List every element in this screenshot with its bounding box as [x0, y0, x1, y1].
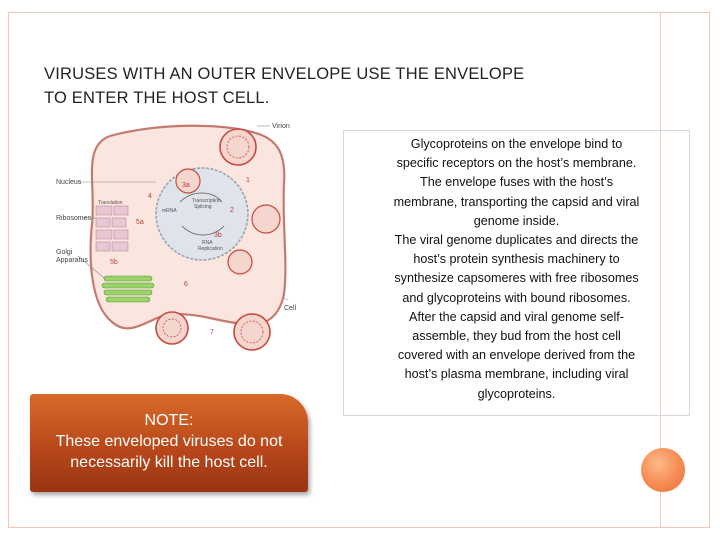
nucleus [155, 167, 249, 261]
explanation-line: The envelope fuses with the host’s [420, 175, 613, 190]
explanation-line: membrane, transporting the capsid and vi… [393, 194, 640, 209]
step-3a: 3a [182, 182, 190, 189]
label-golgi-line1: Golgi [56, 249, 73, 256]
explanation-line: glycoproteins. [477, 386, 556, 401]
explanation-line: covered with an envelope derived from th… [397, 348, 636, 363]
label-ribosomes: Ribosomes [56, 215, 92, 222]
note-line-3: necessarily kill the host cell. [70, 454, 268, 471]
label-mrna: mRNA [162, 208, 177, 214]
slide-side-line [660, 13, 661, 527]
explanation-line: After the capsid and viral genome self- [409, 309, 624, 324]
golgi-apparatus [101, 275, 155, 303]
explanation-line: genome inside. [473, 213, 560, 228]
label-golgi-line2: Apparatus [56, 257, 88, 264]
step-1: 1 [246, 177, 250, 184]
explanation-line: assemble, they bud from the host cell [412, 329, 621, 344]
note-line-2: These enveloped viruses do not [55, 433, 283, 450]
label-transcription: Transcription [192, 198, 221, 204]
label-rna: RNA [202, 240, 213, 246]
decorative-orange-circle [641, 448, 685, 492]
virion-budding [155, 311, 189, 345]
virus-replication-diagram: Virion Nucleus Ribosomes Golgi Apparatus… [56, 123, 297, 351]
step-5b: 5b [110, 259, 118, 266]
step-5a: 5a [136, 219, 144, 226]
explanation-line: synthesize capsomeres with free ribosome… [394, 271, 639, 286]
explanation-textbox: Glycoproteins on the envelope bind to sp… [343, 130, 690, 416]
label-replication: Replication [198, 246, 223, 252]
step-3b: 3b [214, 232, 222, 239]
step-6: 6 [184, 281, 188, 288]
explanation-line: host’s protein synthesis machinery to [413, 252, 620, 267]
explanation-line: Glycoproteins on the envelope bind to [410, 137, 623, 151]
ribosome-blocks [95, 205, 129, 252]
inner-virions [175, 168, 281, 275]
label-nucleus: Nucleus [56, 179, 82, 186]
explanation-line: The viral genome duplicates and directs … [394, 233, 639, 248]
label-splicing: Splicing [194, 204, 212, 210]
step-4: 4 [148, 193, 152, 200]
slide-title: VIRUSES WITH AN OUTER ENVELOPE USE THE E… [44, 62, 644, 110]
step-7: 7 [210, 329, 214, 336]
virion-entering [219, 128, 257, 166]
virion-released [233, 313, 271, 351]
title-line-1: VIRUSES WITH AN OUTER ENVELOPE USE THE E… [44, 65, 525, 83]
explanation-line: specific receptors on the host’s membran… [396, 156, 637, 171]
label-cell: Cell [284, 305, 297, 312]
slide-frame [8, 12, 710, 528]
note-box: NOTE: These enveloped viruses do not nec… [30, 394, 308, 492]
title-line-2: TO ENTER THE HOST CELL. [44, 89, 270, 107]
step-2: 2 [230, 207, 234, 214]
label-virion: Virion [272, 123, 290, 130]
label-translation: Translation [98, 200, 123, 206]
explanation-line: and glycoproteins with bound ribosomes. [402, 290, 631, 305]
note-heading: NOTE: [144, 412, 194, 429]
explanation-line: host’s plasma membrane, including viral [404, 367, 629, 382]
